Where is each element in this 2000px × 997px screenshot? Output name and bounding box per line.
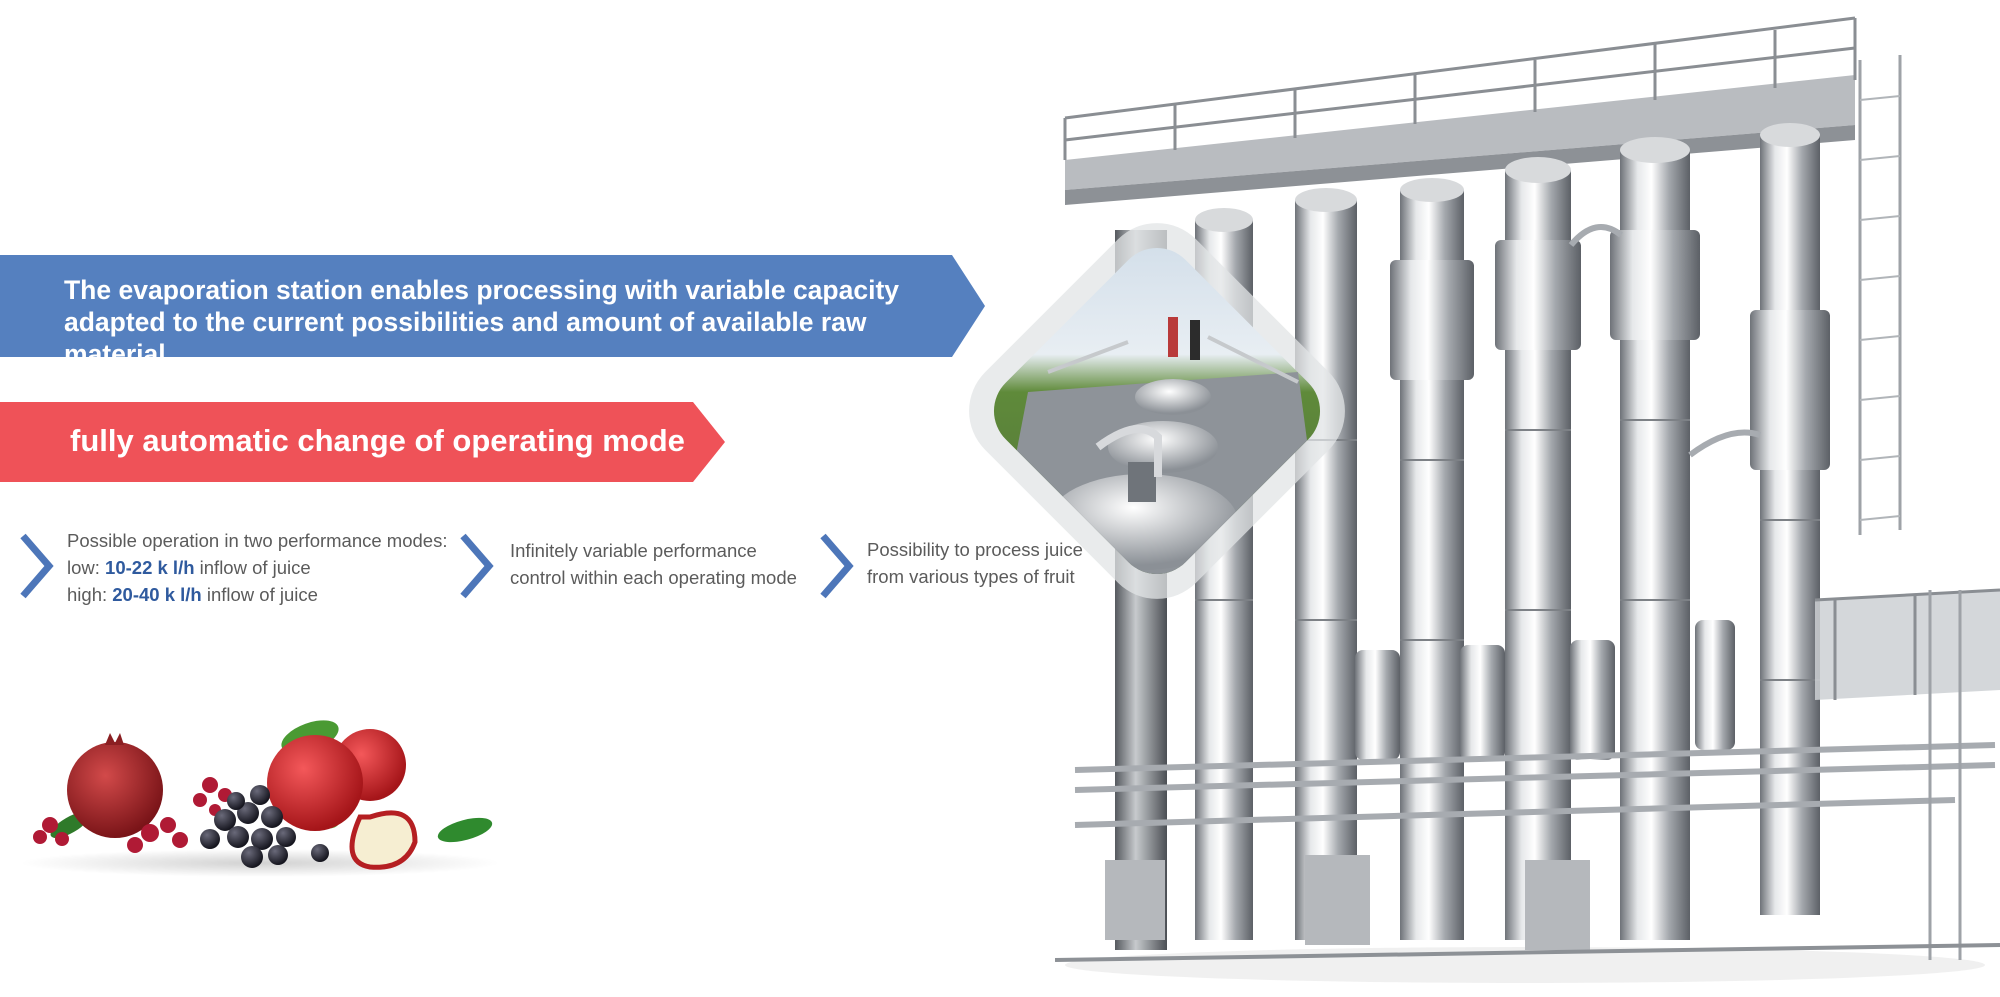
mode-high-suffix: inflow of juice bbox=[201, 584, 318, 605]
secondary-banner bbox=[0, 402, 725, 482]
primary-banner-line-2: adapted to the current possibilities and… bbox=[64, 307, 867, 369]
feature-various-fruit: Possibility to process juice from variou… bbox=[867, 536, 1083, 590]
feature-3-line-2: from various types of fruit bbox=[867, 566, 1075, 587]
feature-1-line-3: high: 20-40 k l/h inflow of juice bbox=[67, 581, 447, 608]
primary-banner-line-1: The evaporation station enables processi… bbox=[64, 275, 900, 305]
feature-2-line-1: Infinitely variable performance bbox=[510, 540, 757, 561]
feature-1-line-2: low: 10-22 k l/h inflow of juice bbox=[67, 554, 447, 581]
mode-low-suffix: inflow of juice bbox=[194, 557, 311, 578]
feature-variable-performance: Infinitely variable performance control … bbox=[510, 537, 797, 591]
mode-high-value: 20-40 k l/h bbox=[112, 584, 202, 605]
feature-3-line-1: Possibility to process juice bbox=[867, 539, 1083, 560]
primary-banner-text: The evaporation station enables processi… bbox=[64, 274, 964, 370]
mode-low-label: low: bbox=[67, 557, 106, 578]
chevron-right-icon bbox=[460, 533, 494, 599]
feature-1-line-1: Possible operation in two performance mo… bbox=[67, 530, 448, 551]
chevron-right-icon bbox=[20, 533, 54, 599]
feature-performance-modes: Possible operation in two performance mo… bbox=[67, 527, 447, 608]
primary-banner bbox=[0, 255, 985, 357]
chevron-right-icon bbox=[820, 533, 854, 599]
mode-high-label: high: bbox=[67, 584, 113, 605]
fruit-illustration bbox=[20, 720, 500, 877]
feature-2-line-2: control within each operating mode bbox=[510, 567, 797, 588]
evaporator-plant-illustration bbox=[1055, 16, 2000, 983]
mode-low-value: 10-22 k l/h bbox=[105, 557, 195, 578]
secondary-banner-text: fully automatic change of operating mode bbox=[70, 423, 685, 458]
inset-photo-diamond bbox=[969, 223, 1345, 599]
